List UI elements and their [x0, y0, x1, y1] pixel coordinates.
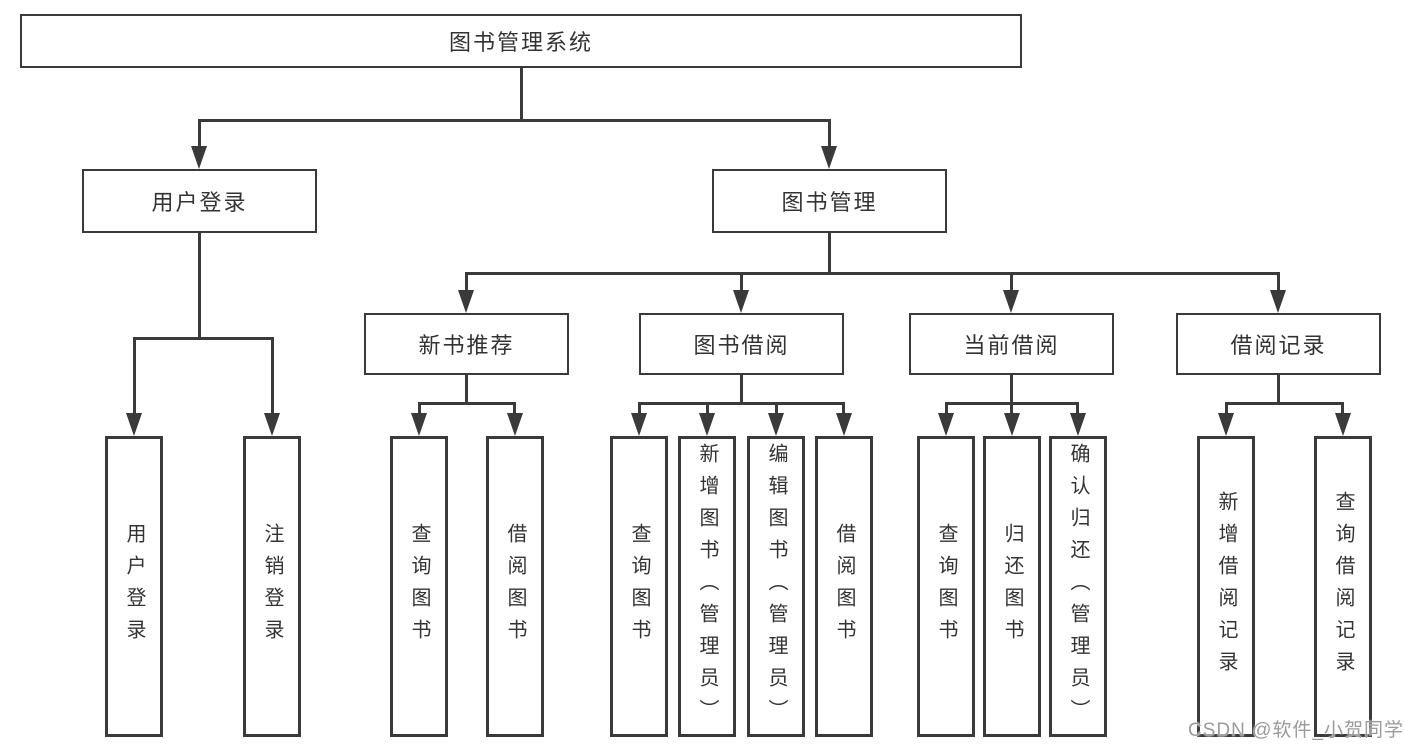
node-current-borrowing: 当前借阅 — [909, 313, 1114, 375]
arrow-down-icon — [411, 413, 427, 436]
leaf-current-query-books: 查询图书 — [917, 436, 975, 737]
node-borrow-records: 借阅记录 — [1176, 313, 1381, 375]
connector-line — [133, 337, 136, 415]
leaf-borrowing-add-books-admin: 新增图书（管理员） — [678, 436, 736, 737]
leaf-current-confirm-return-admin: 确认归还（管理员） — [1049, 436, 1107, 737]
connector-line — [465, 375, 468, 405]
connector-line — [465, 272, 468, 292]
connector-line — [828, 119, 831, 151]
arrow-down-icon — [1070, 413, 1086, 436]
connector-line — [1010, 402, 1013, 415]
connector-line — [1225, 402, 1344, 405]
arrow-down-icon — [126, 413, 142, 436]
node-library-management-system: 图书管理系统 — [20, 14, 1022, 68]
node-book-management: 图书管理 — [712, 169, 947, 233]
connector-line — [198, 119, 201, 151]
arrow-down-icon — [1335, 413, 1351, 436]
connector-line — [775, 402, 778, 415]
connector-line — [828, 233, 831, 274]
arrow-down-icon — [1218, 413, 1234, 436]
node-book-borrowing: 图书借阅 — [639, 313, 844, 375]
connector-line — [1277, 272, 1280, 292]
connector-line — [133, 337, 274, 340]
connector-line — [271, 337, 274, 415]
arrow-down-icon — [631, 413, 647, 436]
connector-line — [198, 119, 831, 122]
node-new-book-recommend: 新书推荐 — [364, 313, 569, 375]
leaf-borrowing-query-books: 查询图书 — [610, 436, 668, 737]
arrow-down-icon — [1004, 413, 1020, 436]
connector-line — [418, 402, 421, 415]
leaf-records-query-record: 查询借阅记录 — [1314, 436, 1372, 737]
leaf-user-login: 用户登录 — [105, 436, 163, 737]
leaf-borrowing-edit-books-admin: 编辑图书（管理员） — [747, 436, 805, 737]
node-user-login: 用户登录 — [82, 169, 317, 233]
arrow-down-icon — [733, 290, 749, 313]
connector-line — [513, 402, 516, 415]
connector-line — [1277, 375, 1280, 405]
connector-line — [520, 66, 523, 121]
leaf-newbook-borrow-books: 借阅图书 — [486, 436, 544, 737]
connector-line — [638, 402, 845, 405]
connector-line — [740, 272, 743, 292]
arrow-down-icon — [507, 413, 523, 436]
connector-line — [418, 402, 516, 405]
arrow-down-icon — [264, 413, 280, 436]
connector-line — [706, 402, 709, 415]
connector-line — [1341, 402, 1344, 415]
arrow-down-icon — [938, 413, 954, 436]
connector-line — [465, 272, 1280, 275]
connector-line — [740, 375, 743, 405]
connector-line — [1076, 402, 1079, 415]
connector-line — [638, 402, 641, 415]
leaf-borrowing-borrow-books: 借阅图书 — [815, 436, 873, 737]
arrow-down-icon — [836, 413, 852, 436]
connector-line — [842, 402, 845, 415]
leaf-records-add-record: 新增借阅记录 — [1197, 436, 1255, 737]
connector-line — [1010, 375, 1013, 405]
leaf-current-return-books: 归还图书 — [983, 436, 1041, 737]
arrow-down-icon — [821, 146, 837, 169]
arrow-down-icon — [768, 413, 784, 436]
leaf-newbook-query-books: 查询图书 — [390, 436, 448, 737]
connector-line — [1010, 272, 1013, 292]
leaf-logout: 注销登录 — [243, 436, 301, 737]
connector-line — [945, 402, 948, 415]
arrow-down-icon — [1270, 290, 1286, 313]
arrow-down-icon — [699, 413, 715, 436]
arrow-down-icon — [191, 146, 207, 169]
connector-line — [198, 233, 201, 340]
arrow-down-icon — [1003, 290, 1019, 313]
watermark-text: CSDN @软件_小贺同学 — [1188, 720, 1404, 741]
arrow-down-icon — [458, 290, 474, 313]
connector-line — [1225, 402, 1228, 415]
